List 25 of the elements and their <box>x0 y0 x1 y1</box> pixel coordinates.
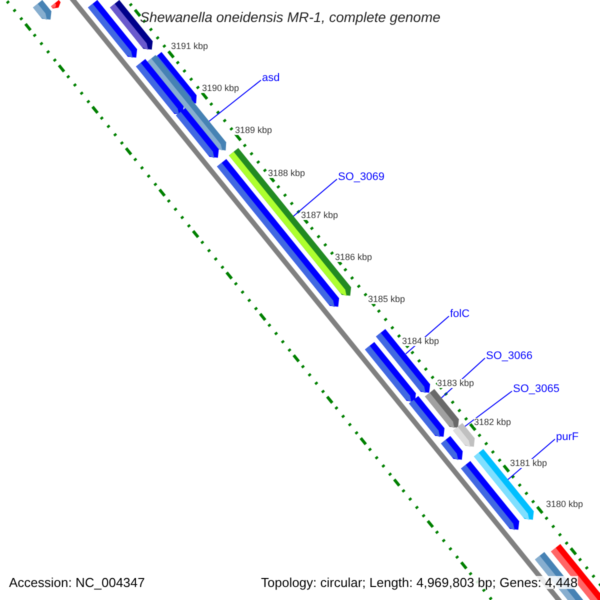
gene-name-label: SO_3065 <box>513 384 560 395</box>
gene-name-label: SO_3069 <box>338 172 384 183</box>
gene-name-label: SO_3066 <box>486 351 532 362</box>
leader-line <box>292 178 338 217</box>
gene-name-label: asd <box>262 73 280 84</box>
position-label: 3180 kbp <box>546 500 584 509</box>
position-label: 3187 kbp <box>301 211 338 220</box>
position-label: 3181 kbp <box>510 459 548 468</box>
position-label: 3186 kbp <box>335 253 372 262</box>
position-label: 3190 kbp <box>202 84 240 93</box>
position-label: 3191 kbp <box>171 42 208 51</box>
leader-line <box>464 390 512 428</box>
gene-name-label: folC <box>450 309 470 320</box>
position-label: 3185 kbp <box>368 295 406 304</box>
position-label: 3184 kbp <box>402 337 440 346</box>
gene-feature <box>51 0 63 12</box>
position-label: 3188 kbp <box>268 169 306 178</box>
map-title: Shewanella oneidensis MR-1, complete genome <box>140 10 440 24</box>
leader-line <box>208 80 262 122</box>
position-label: 3183 kbp <box>437 379 474 388</box>
position-label: 3189 kbp <box>235 126 272 135</box>
gene-name-label: purF <box>556 432 579 443</box>
map-info-text: Accession: NC_004347 <box>9 576 145 589</box>
map-info-text: Topology: circular; Length: 4,969,803 bp; Genes: 4,448 <box>261 576 578 589</box>
position-label: 3182 kbp <box>474 418 512 427</box>
